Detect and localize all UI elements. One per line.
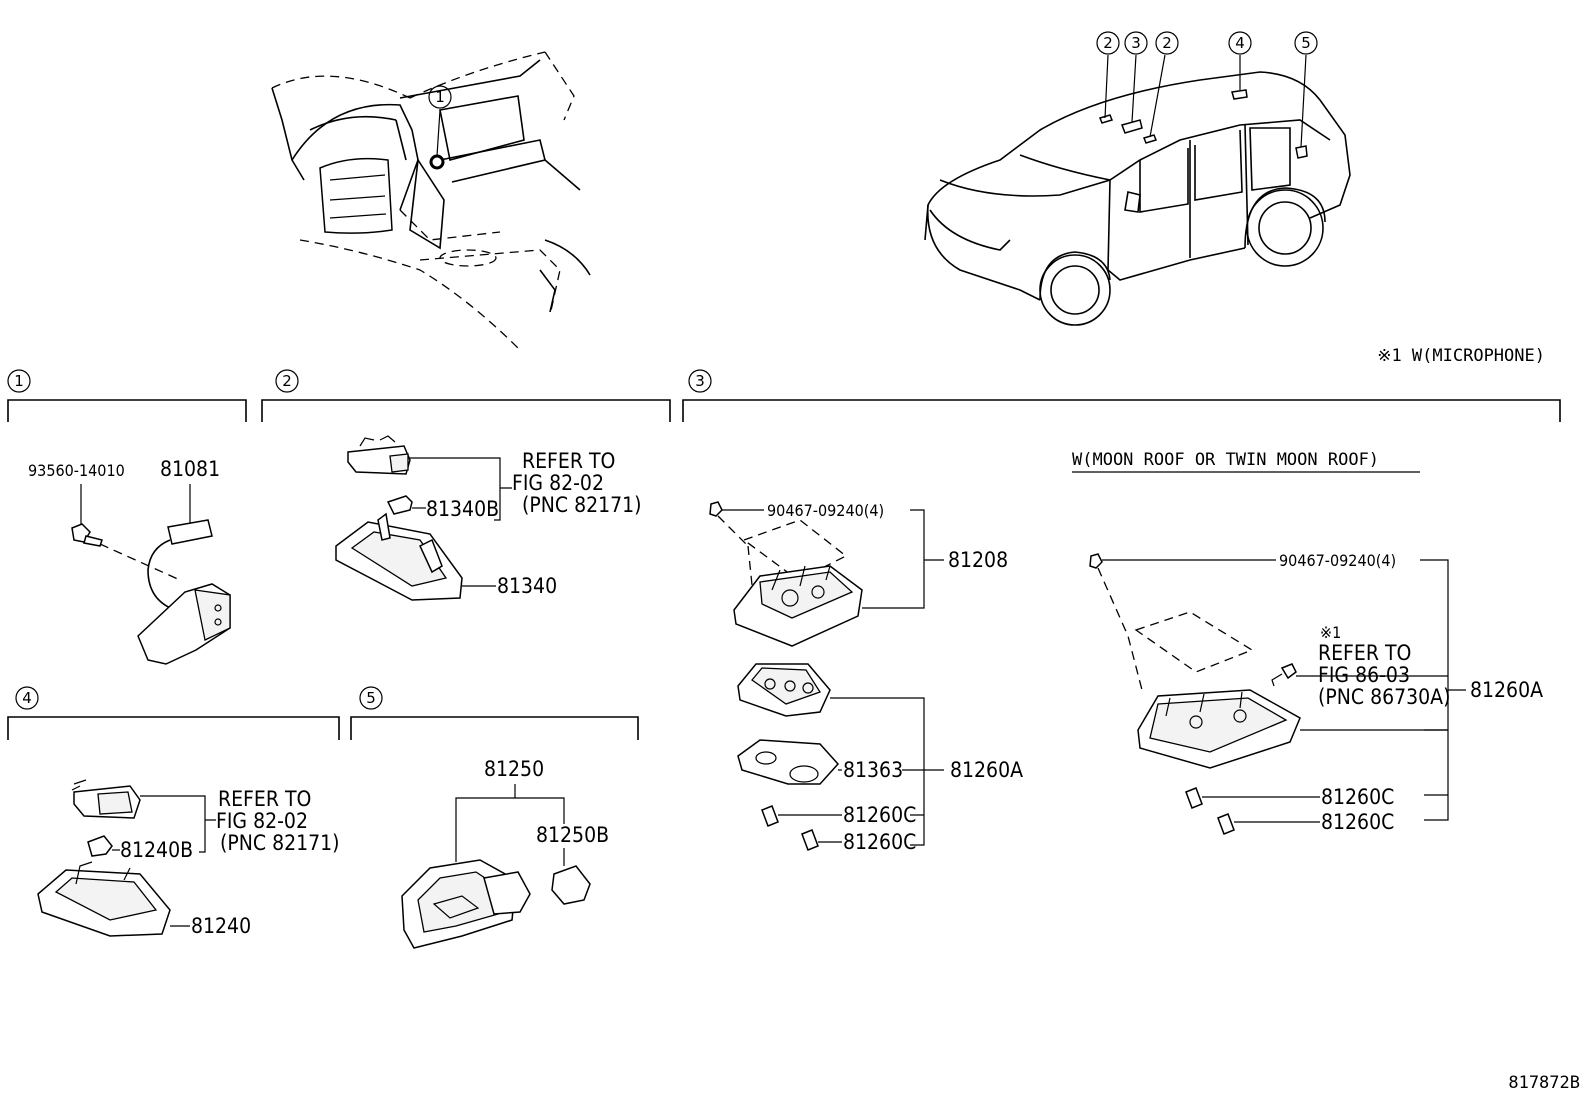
interior-callout-1-label: 1 [435,88,445,106]
lamp-housing-icon [37,861,171,937]
vehicle-callout-label: 5 [1301,34,1311,52]
section-1-number: 1 [14,372,24,390]
screw-icon [71,523,103,547]
section-5-header: 5 [350,686,639,740]
vehicle-callout-label: 2 [1162,34,1172,52]
refer-to-text: REFER TO [1318,641,1411,665]
microphone-icon [1271,663,1297,687]
section-2-number: 2 [282,372,292,390]
clip-icon [1089,553,1103,569]
section-1-parts: 93560-14010 81081 [28,457,231,665]
part-number-81260C: 81260C [1321,810,1394,834]
bulb-icon [801,829,819,851]
lamp-housing-icon [335,512,463,601]
bulb-icon [1217,813,1235,835]
lens-icon [737,739,840,785]
refer-figure-text: FIG 82-02 [216,809,308,833]
vehicle-callout: 5 [1294,31,1318,55]
overhead-console-icon [1137,689,1301,769]
part-number-81250: 81250 [484,757,544,781]
clip-icon [709,501,723,517]
vehicle-illustration: 2 3 2 4 5 [924,31,1351,326]
part-number-81260A: 81260A [950,758,1023,782]
reference-mark: ※1 [1320,623,1341,642]
bulb-icon [386,495,413,515]
part-number-81363: 81363 [843,758,903,782]
part-number-81081: 81081 [160,457,220,481]
refer-pnc-text: (PNC 82171) [220,831,340,855]
interior-dashboard-illustration: 1 [271,51,591,351]
section-2-header: 2 [261,369,671,422]
refer-to-text: REFER TO [522,449,615,473]
section-4-number: 4 [22,689,32,707]
bulb-icon [551,865,591,905]
part-number-93560-14010: 93560-14010 [28,461,125,480]
refer-figure-text: FIG 82-02 [512,471,604,495]
vehicle-callout: 2 [1096,31,1120,55]
refer-figure-text: FIG 86-03 [1318,663,1410,687]
section-3-number: 3 [695,372,705,390]
part-number-81340: 81340 [497,574,557,598]
console-assembly-icon [733,565,863,647]
section-3-header: 3 [682,369,1561,422]
section-4-header: 4 [7,686,340,740]
part-number-81240B: 81240B [120,838,193,862]
section-3-moonroof-parts: W(MOON ROOF OR TWIN MOON ROOF) 90467-092… [1072,450,1543,835]
drawing-number: 817872B [1508,1073,1580,1093]
part-number-90467-09240: 90467-09240(4) [1279,551,1396,570]
part-number-81240: 81240 [191,914,251,938]
refer-to-text: REFER TO [218,787,311,811]
microphone-icon [137,519,231,665]
section-3-standard-parts: 90467-09240(4) 81208 81363 81260A [709,501,1023,854]
part-number-81260C: 81260C [843,803,916,827]
microphone-note: ※1 W(MICROPHONE) [1377,346,1545,366]
lamp-unit-icon [737,663,831,717]
section-1-header: 1 [7,369,247,422]
vehicle-callout: 2 [1155,31,1179,55]
part-number-81340B: 81340B [426,497,499,521]
socket-icon [347,435,411,475]
section-5-parts: 81250 81250B [401,757,609,949]
bulb-icon [761,805,779,827]
section-4-parts: REFER TO FIG 82-02 (PNC 82171) 81240B 81… [37,779,340,938]
refer-pnc-text: (PNC 86730A) [1318,685,1450,709]
bulb-icon [1185,787,1203,809]
vehicle-callout-label: 3 [1131,34,1141,52]
lamp-housing-icon [401,859,531,949]
part-number-90467-09240: 90467-09240(4) [767,501,884,520]
part-number-81260C: 81260C [843,830,916,854]
socket-icon [71,779,141,819]
part-number-81260C: 81260C [1321,785,1394,809]
section-5-number: 5 [366,689,376,707]
vehicle-callout-label: 4 [1235,34,1245,52]
section-2-parts: 81340B REFER TO FIG 82-02 (PNC 82171) 81… [335,435,642,601]
bulb-icon [87,835,113,857]
part-number-81260A: 81260A [1470,678,1543,702]
refer-pnc-text: (PNC 82171) [522,493,642,517]
part-number-81208: 81208 [948,548,1008,572]
variant-heading: W(MOON ROOF OR TWIN MOON ROOF) [1072,450,1379,470]
vehicle-callout: 4 [1228,31,1252,55]
interior-callout-1 [428,85,452,109]
part-number-81250B: 81250B [536,823,609,847]
vehicle-callout: 3 [1124,31,1148,55]
vehicle-callout-label: 2 [1103,34,1113,52]
